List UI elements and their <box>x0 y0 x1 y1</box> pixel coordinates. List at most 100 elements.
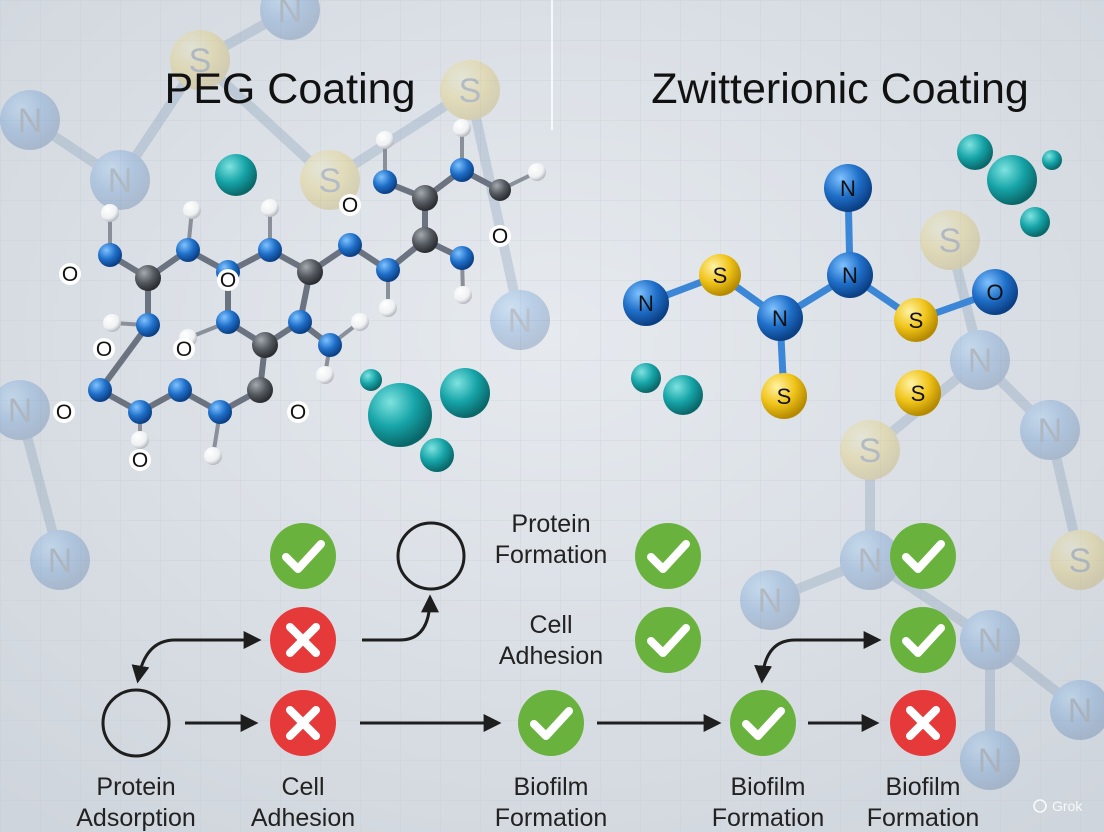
atom-label: N <box>842 263 858 288</box>
atom <box>1050 680 1104 740</box>
atom-label: O <box>986 280 1003 305</box>
bond <box>465 85 525 325</box>
oxygen-label: O <box>132 449 148 472</box>
atom <box>824 164 872 212</box>
background-atom-label: N <box>758 582 783 620</box>
label-protein-formation-1: Protein <box>511 510 590 538</box>
cross-icon <box>890 690 956 756</box>
background-atom-label: S <box>1069 542 1092 580</box>
atom <box>840 530 900 590</box>
label-protein-formation-2: Formation <box>495 541 608 569</box>
oxygen-label: O <box>56 401 72 424</box>
atom <box>987 155 1037 205</box>
atom <box>260 0 320 40</box>
label-cell-adhesion-1: Cell <box>281 773 324 801</box>
atom <box>376 258 400 282</box>
arrow-icon <box>754 631 882 684</box>
arrow-icon <box>131 631 262 684</box>
atom <box>204 447 222 465</box>
background-atom-label: N <box>108 162 133 200</box>
background-atom-label: S <box>459 72 482 110</box>
watermark-text: Grok <box>1052 798 1083 814</box>
atom <box>216 310 240 334</box>
atom <box>131 431 149 449</box>
atom <box>258 238 282 262</box>
atom <box>450 246 474 270</box>
atom <box>135 265 161 291</box>
atom <box>623 280 669 326</box>
background-atom-label: N <box>18 102 43 140</box>
atom-label: S <box>909 308 924 333</box>
atom <box>360 369 382 391</box>
oxygen-label: O <box>96 338 112 361</box>
check-icon <box>635 523 701 589</box>
atom <box>170 30 230 90</box>
atom <box>1050 530 1104 590</box>
atom-label: S <box>911 381 926 406</box>
atom <box>30 530 90 590</box>
atom <box>128 400 152 424</box>
atom <box>351 313 369 331</box>
label-cell-adhesion-mid-2: Adhesion <box>499 642 603 670</box>
oxygen-label: O <box>290 401 306 424</box>
oxygen-atom <box>217 269 239 291</box>
label-protein-adsorption-2: Adsorption <box>76 804 196 832</box>
check-icon <box>635 607 701 673</box>
atom <box>1020 400 1080 460</box>
background-atom-label: N <box>1038 412 1063 450</box>
atom <box>297 259 323 285</box>
oxygen-atom <box>129 449 151 471</box>
atom-label: N <box>840 176 856 201</box>
atom <box>454 286 472 304</box>
atom <box>136 313 160 337</box>
atom <box>300 150 360 210</box>
atom <box>631 363 661 393</box>
oxygen-atom <box>53 401 75 423</box>
atom <box>88 378 112 402</box>
oxygen-atom <box>59 263 81 285</box>
oxygen-label: O <box>62 263 78 286</box>
atom <box>98 243 122 267</box>
background-atom-label: S <box>189 42 212 80</box>
oxygen-atom <box>339 194 361 216</box>
oxygen-atom <box>287 401 309 423</box>
atom <box>957 134 993 170</box>
check-icon <box>890 523 956 589</box>
atom <box>101 204 119 222</box>
label-biofilm-formation-c2: Formation <box>867 804 980 832</box>
atom <box>757 295 803 341</box>
oxygen-label: O <box>220 269 236 292</box>
atom <box>1042 150 1062 170</box>
atom <box>252 332 278 358</box>
atom <box>528 163 546 181</box>
atom <box>176 238 200 262</box>
atom <box>215 154 257 196</box>
atom <box>247 377 273 403</box>
atom <box>412 227 438 253</box>
atom <box>920 210 980 270</box>
atom <box>373 170 397 194</box>
atom <box>90 150 150 210</box>
atom <box>740 570 800 630</box>
oxygen-atom <box>93 338 115 360</box>
background-atom-label: N <box>978 742 1003 780</box>
oxygen-label: O <box>342 194 358 217</box>
atom <box>450 158 474 182</box>
label-biofilm-formation-c1: Biofilm <box>885 773 960 801</box>
atom <box>0 380 50 440</box>
flow-arrows <box>131 594 882 732</box>
atom <box>0 90 60 150</box>
atom <box>840 420 900 480</box>
atom <box>261 199 279 217</box>
atom-label: N <box>638 291 654 316</box>
empty-circle-icon <box>396 521 466 591</box>
atom <box>489 179 511 201</box>
atom <box>338 233 362 257</box>
background-atom-label: S <box>859 432 882 470</box>
oxygen-label: O <box>176 338 192 361</box>
title-peg-coating: PEG Coating <box>165 65 416 113</box>
atom <box>379 299 397 317</box>
